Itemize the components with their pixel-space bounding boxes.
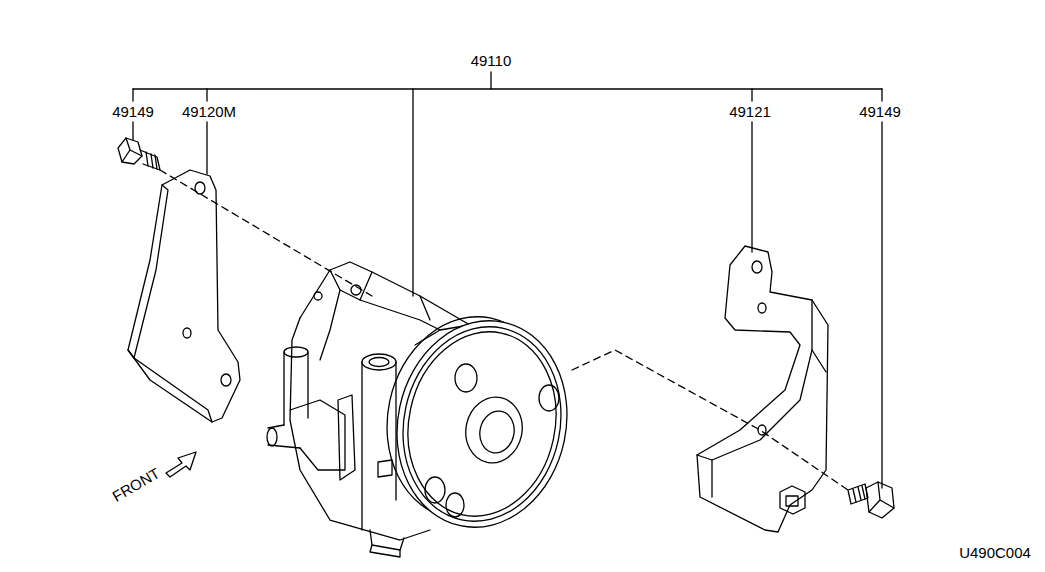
direction-label: FRONT bbox=[108, 463, 165, 506]
callout-number: 49120M bbox=[180, 103, 238, 120]
drawing-code: U490C004 bbox=[957, 544, 1033, 561]
front-arrow bbox=[166, 452, 196, 477]
callout-number: 49149 bbox=[857, 103, 903, 120]
pulley bbox=[369, 301, 586, 543]
callout-number: 49110 bbox=[469, 52, 514, 69]
bolt bbox=[118, 138, 160, 170]
bracket bbox=[128, 170, 240, 422]
callout-number: 49149 bbox=[110, 103, 156, 120]
callout-number: 49121 bbox=[727, 103, 773, 120]
bracket bbox=[697, 246, 828, 532]
bolt bbox=[848, 482, 894, 518]
